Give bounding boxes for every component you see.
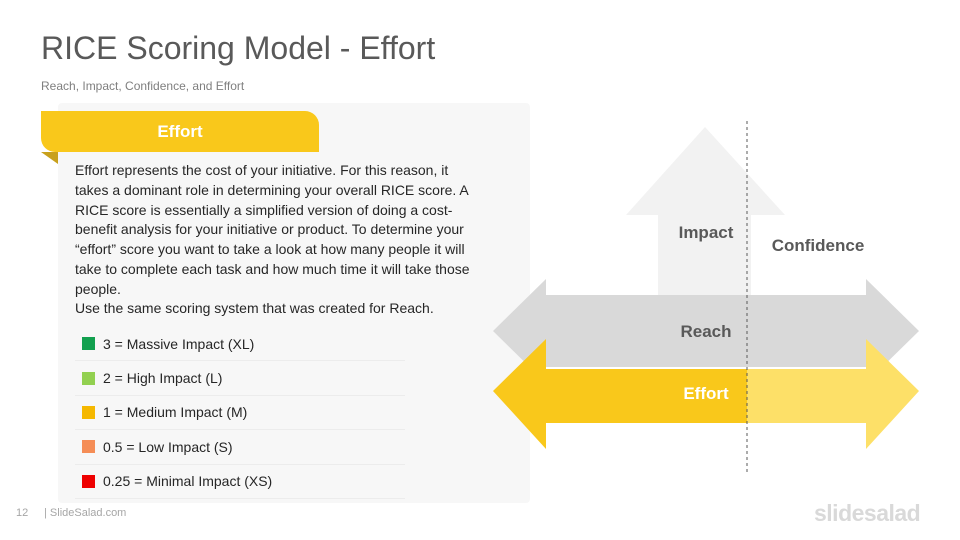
legend-item: 0.5 = Low Impact (S) <box>75 430 405 465</box>
legend-item: 0.25 = Minimal Impact (XS) <box>75 465 405 499</box>
legend-item: 2 = High Impact (L) <box>75 361 405 396</box>
score-legend: 3 = Massive Impact (XL) 2 = High Impact … <box>75 327 405 499</box>
effort-arrow <box>493 339 747 449</box>
effort-tab: Effort <box>41 111 319 152</box>
page-number: 12 <box>16 507 29 519</box>
impact-label: Impact <box>679 223 734 242</box>
swatch-xl <box>82 337 95 351</box>
brand-logo: slidesalad <box>814 500 921 526</box>
legend-item: 1 = Medium Impact (M) <box>75 396 405 431</box>
reach-label: Reach <box>680 322 731 341</box>
legend-label: 1 = Medium Impact (M) <box>103 404 248 421</box>
scoring-note: Use the same scoring system that was cre… <box>75 300 434 316</box>
reach-arrow <box>493 279 919 383</box>
swatch-s <box>82 440 95 454</box>
page-subtitle: Reach, Impact, Confidence, and Effort <box>41 79 245 93</box>
legend-label: 2 = High Impact (L) <box>103 370 223 387</box>
legend-label: 0.5 = Low Impact (S) <box>103 438 233 455</box>
impact-arrow <box>626 127 785 295</box>
content-panel <box>58 103 530 503</box>
swatch-l <box>82 371 95 385</box>
confidence-label: Confidence <box>772 236 865 255</box>
legend-item: 3 = Massive Impact (XL) <box>75 327 405 362</box>
legend-label: 0.25 = Minimal Impact (XS) <box>103 473 273 490</box>
effort-label: Effort <box>683 384 729 403</box>
tab-fold <box>41 152 58 164</box>
effort-arrow-light <box>747 339 919 449</box>
swatch-m <box>82 405 95 419</box>
footer-site-link[interactable]: | SlideSalad.com <box>44 507 127 519</box>
effort-description: Effort represents the cost of your initi… <box>75 162 470 297</box>
swatch-xs <box>82 474 95 488</box>
page-title: RICE Scoring Model - Effort <box>41 30 436 66</box>
legend-label: 3 = Massive Impact (XL) <box>103 335 255 352</box>
